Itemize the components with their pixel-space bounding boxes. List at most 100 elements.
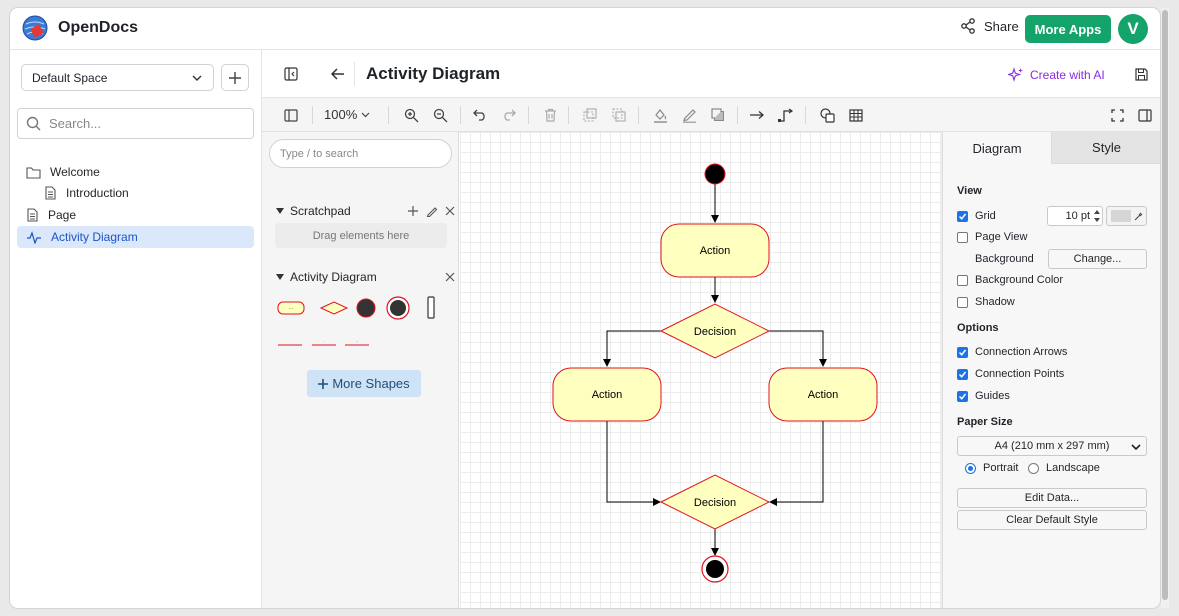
- palette-action-shape[interactable]: ···: [277, 301, 305, 315]
- sidebar-item-activity-diagram[interactable]: Activity Diagram: [17, 226, 254, 248]
- more-apps-button[interactable]: More Apps: [1025, 15, 1111, 43]
- zoom-select[interactable]: 100%: [324, 107, 370, 122]
- to-front-button[interactable]: [581, 106, 599, 124]
- header-divider: [354, 62, 355, 86]
- scratchpad-header[interactable]: Scratchpad: [276, 204, 351, 218]
- close-icon[interactable]: [445, 206, 455, 216]
- window-scrollbar[interactable]: [1161, 8, 1169, 608]
- svg-text:··: ··: [356, 339, 359, 344]
- line-color-button[interactable]: [680, 106, 698, 124]
- svg-text:···: ···: [289, 306, 294, 312]
- grid-checkbox[interactable]: Grid: [957, 210, 996, 222]
- format-panel-toggle-button[interactable]: [282, 106, 300, 124]
- more-shapes-label: More Shapes: [332, 376, 410, 391]
- avatar[interactable]: V: [1118, 14, 1148, 44]
- tab-diagram[interactable]: Diagram: [943, 132, 1052, 164]
- zoom-in-button[interactable]: [402, 106, 420, 124]
- shadow-button[interactable]: [709, 106, 727, 124]
- landscape-radio[interactable]: Landscape: [1028, 462, 1100, 474]
- checkbox-unchecked[interactable]: [957, 296, 968, 308]
- checkbox-checked[interactable]: [957, 368, 968, 380]
- collapse-sidebar-icon[interactable]: [284, 67, 298, 81]
- checkbox-checked[interactable]: [957, 346, 968, 358]
- flow-edge[interactable]: [769, 330, 827, 367]
- waypoints-button[interactable]: [777, 106, 795, 124]
- activity-library-header[interactable]: Activity Diagram: [276, 270, 377, 284]
- fill-color-button[interactable]: [651, 106, 669, 124]
- fullscreen-button[interactable]: [1108, 106, 1126, 124]
- sidebar-item-welcome[interactable]: Welcome: [26, 161, 256, 183]
- node-label: Action: [700, 245, 731, 257]
- delete-button[interactable]: [541, 106, 559, 124]
- undo-button[interactable]: [471, 106, 489, 124]
- insert-table-button[interactable]: [847, 106, 865, 124]
- connection-style-button[interactable]: [748, 106, 766, 124]
- stepper-icon[interactable]: [1093, 208, 1101, 224]
- decision-node[interactable]: Decision: [659, 474, 771, 530]
- add-space-button[interactable]: [221, 64, 249, 91]
- grid-size-input[interactable]: 10 pt: [1047, 206, 1103, 226]
- palette-decision-shape[interactable]: [319, 301, 349, 315]
- back-arrow-icon[interactable]: [330, 67, 345, 81]
- connection-points-checkbox[interactable]: Connection Points: [957, 368, 1064, 380]
- sidebar-item-page[interactable]: Page: [26, 204, 256, 226]
- zoom-out-button[interactable]: [431, 106, 449, 124]
- checkbox-checked[interactable]: [957, 210, 968, 222]
- space-select[interactable]: Default Space: [21, 64, 214, 91]
- diagram-canvas[interactable]: Action Decision Action Action Decision: [460, 132, 941, 608]
- edit-icon[interactable]: [426, 205, 438, 217]
- to-back-button[interactable]: [610, 106, 628, 124]
- checkbox-unchecked[interactable]: [957, 274, 968, 286]
- sidebar-item-introduction[interactable]: Introduction: [44, 182, 256, 204]
- action-node[interactable]: Action: [768, 367, 878, 422]
- change-background-button[interactable]: Change...: [1048, 249, 1147, 269]
- action-node[interactable]: Action: [660, 223, 770, 278]
- edit-data-button[interactable]: Edit Data...: [957, 488, 1147, 508]
- tab-style[interactable]: Style: [1052, 132, 1160, 164]
- grid-color-button[interactable]: [1106, 206, 1147, 226]
- initial-node[interactable]: [704, 163, 726, 185]
- page-view-checkbox[interactable]: Page View: [957, 231, 1027, 243]
- insert-shape-button[interactable]: [818, 106, 836, 124]
- decision-node[interactable]: Decision: [659, 303, 771, 359]
- radio-selected[interactable]: [965, 462, 976, 474]
- action-node[interactable]: Action: [552, 367, 662, 422]
- clear-default-style-button[interactable]: Clear Default Style: [957, 510, 1147, 530]
- paper-size-select[interactable]: A4 (210 mm x 297 mm): [957, 436, 1147, 456]
- grid-color-swatch: [1110, 210, 1131, 222]
- close-icon[interactable]: [445, 272, 455, 282]
- radio-unselected[interactable]: [1028, 462, 1039, 474]
- search-input[interactable]: [49, 116, 239, 131]
- palette-fork-bar-shape[interactable]: [427, 296, 435, 319]
- plus-icon[interactable]: [408, 206, 418, 216]
- shadow-checkbox[interactable]: Shadow: [957, 296, 1015, 308]
- flow-edge[interactable]: [769, 421, 824, 506]
- connection-arrows-checkbox[interactable]: Connection Arrows: [957, 346, 1067, 358]
- redo-button[interactable]: [500, 106, 518, 124]
- share-button[interactable]: Share: [960, 18, 1019, 34]
- panel-right-icon: [1138, 108, 1152, 122]
- fullscreen-icon: [1110, 108, 1124, 122]
- palette-flow-label-shape[interactable]: ·: [312, 339, 336, 346]
- scrollbar-thumb[interactable]: [1162, 10, 1168, 600]
- create-with-ai-label: Create with AI: [1030, 68, 1105, 82]
- background-color-checkbox[interactable]: Background Color: [957, 274, 1063, 286]
- shape-search-input[interactable]: Type / to search: [269, 139, 452, 168]
- final-node[interactable]: [701, 555, 729, 583]
- checkbox-unchecked[interactable]: [957, 231, 968, 243]
- guides-checkbox[interactable]: Guides: [957, 390, 1010, 402]
- save-icon[interactable]: [1135, 68, 1148, 81]
- flow-edge[interactable]: [603, 330, 661, 367]
- palette-initial-node-shape[interactable]: [356, 298, 376, 318]
- scratchpad-dropzone[interactable]: Drag elements here: [275, 223, 447, 248]
- palette-flow-guard-shape[interactable]: ··: [345, 339, 369, 346]
- flow-edge[interactable]: [606, 421, 661, 506]
- more-shapes-button[interactable]: More Shapes: [307, 370, 421, 397]
- checkbox-checked[interactable]: [957, 390, 968, 402]
- plus-icon: [318, 378, 329, 389]
- toolbar-divider: [460, 106, 461, 124]
- palette-final-node-shape[interactable]: [386, 296, 410, 320]
- create-with-ai-button[interactable]: Create with AI: [1008, 67, 1105, 83]
- toggle-format-panel-button[interactable]: [1136, 106, 1154, 124]
- portrait-radio[interactable]: Portrait: [965, 462, 1018, 474]
